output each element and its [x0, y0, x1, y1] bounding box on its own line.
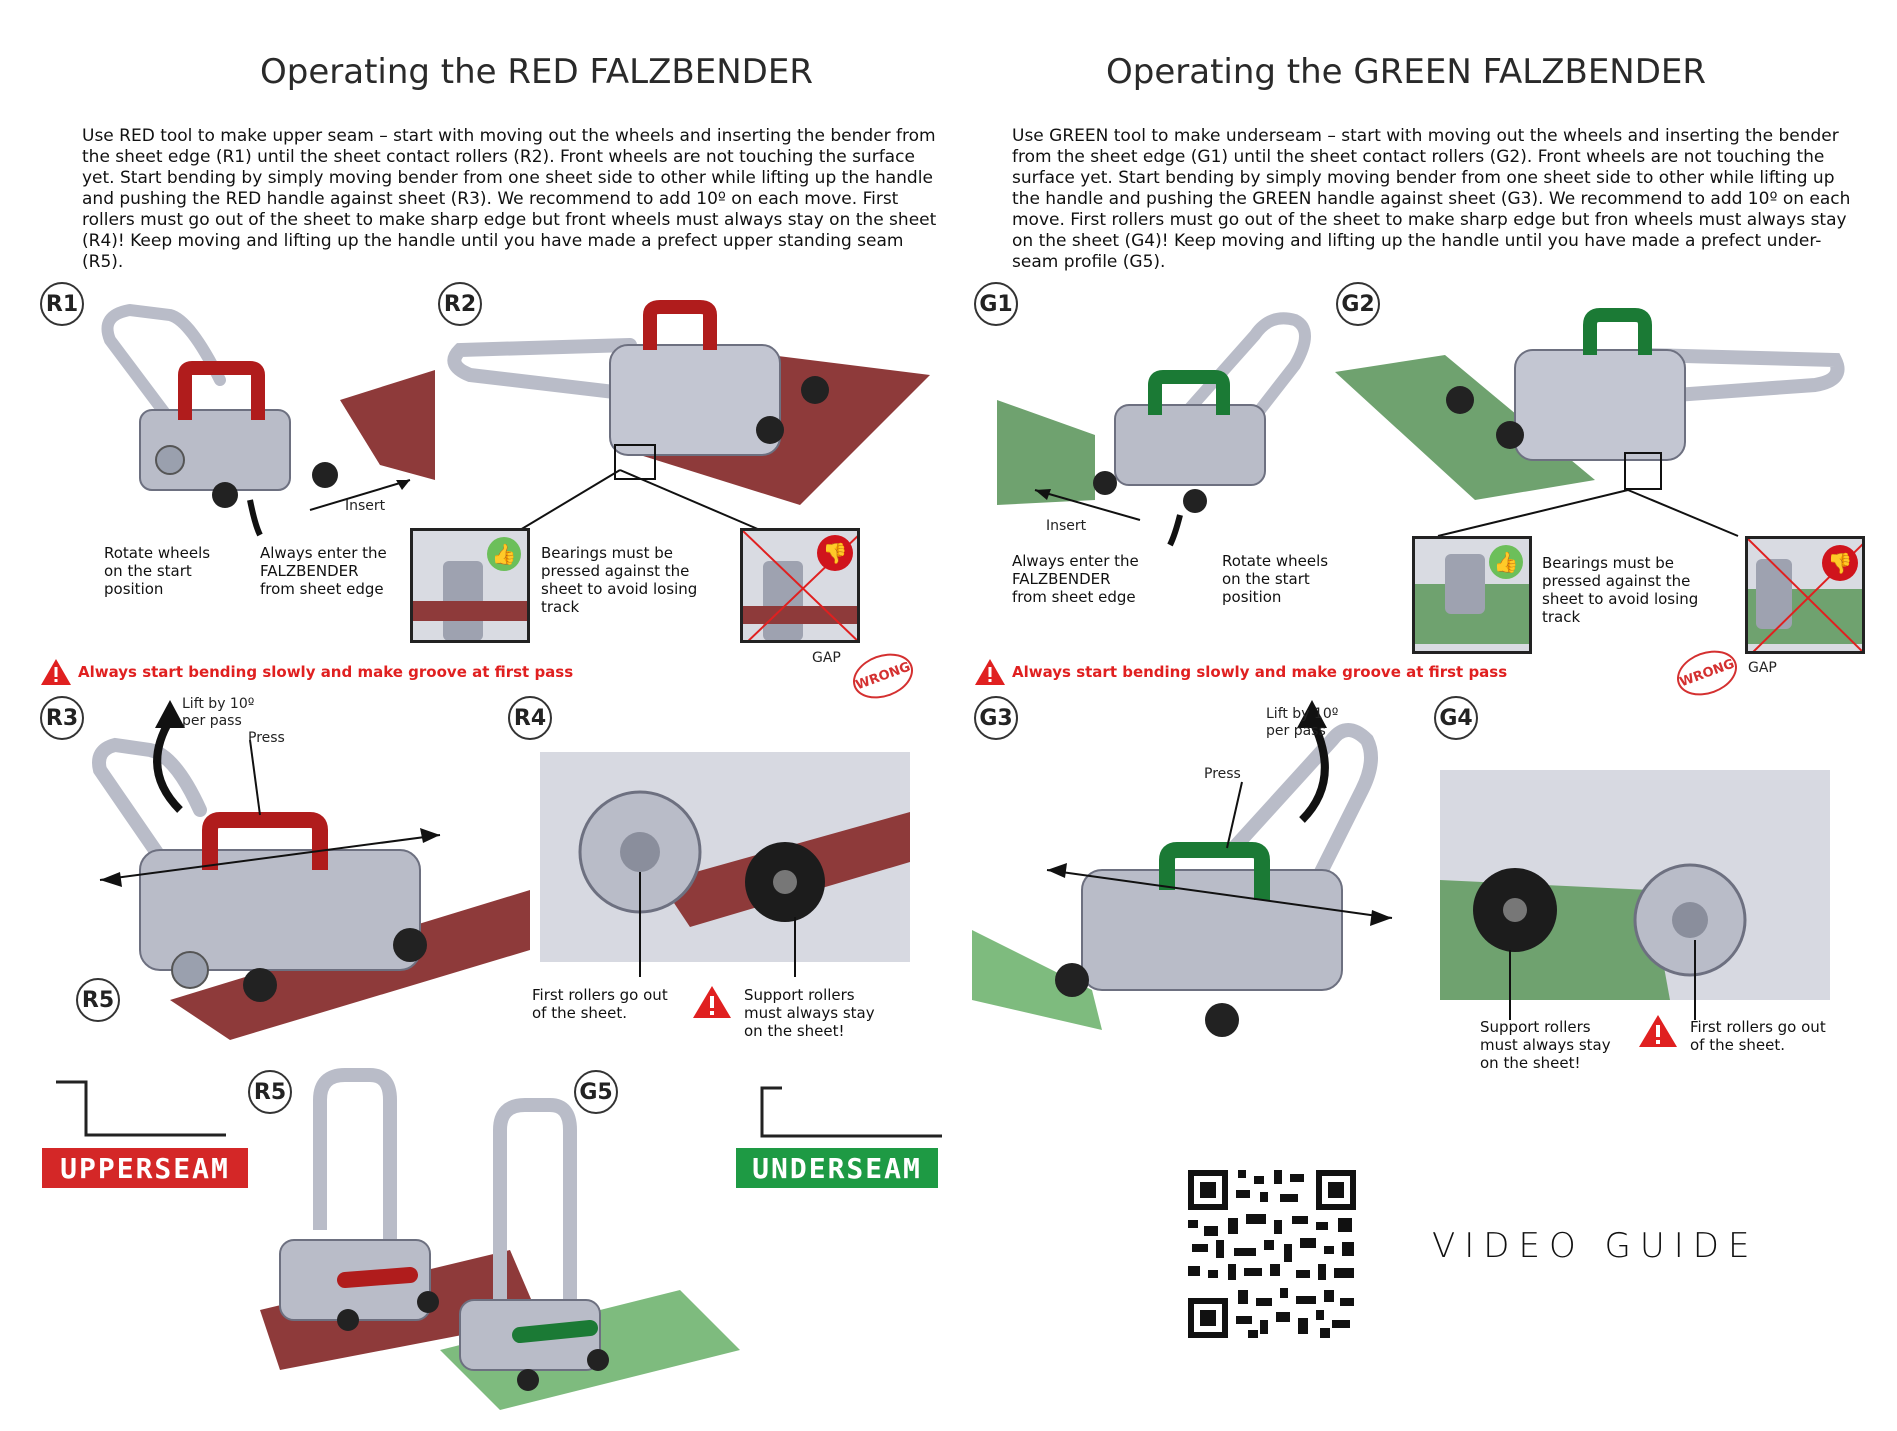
thumbs-up-icon: 👍 — [487, 537, 521, 571]
r1-enter-caption: Always enter the FALZBENDER from sheet e… — [260, 544, 387, 598]
g2-wrong-stamp: WRONG — [1670, 642, 1744, 704]
step-badge-r2: R2 — [438, 282, 482, 326]
step-badge-g5: G5 — [574, 1070, 618, 1114]
qr-code-icon[interactable] — [1188, 1170, 1356, 1338]
g2-illustration — [1335, 308, 1845, 500]
r2-gap-label: GAP — [812, 650, 841, 666]
g2-correct-inset: 👍 — [1412, 536, 1532, 654]
thumbs-up-icon: 👍 — [1489, 545, 1523, 579]
red-warning-line: Always start bending slowly and make gro… — [40, 658, 573, 686]
r2-wrong-stamp: WRONG — [846, 645, 920, 707]
green-intro: Use GREEN tool to make underseam – start… — [1012, 126, 1851, 272]
warning-icon — [975, 659, 1005, 685]
green-title: Operating the GREEN FALZBENDER — [1106, 52, 1707, 92]
step-badge-r4: R4 — [508, 696, 552, 740]
step-badge-g2: G2 — [1336, 282, 1380, 326]
g3-illustration — [972, 700, 1393, 1037]
r4-first-rollers-caption: First rollers go out of the sheet. — [532, 986, 668, 1022]
g1-illustration — [997, 312, 1311, 547]
step-badge-g4: G4 — [1434, 696, 1478, 740]
g2-wrong-inset: 👎 — [1745, 536, 1865, 654]
r2-illustration — [447, 300, 930, 505]
step-badge-r5: R5 — [248, 1070, 292, 1114]
green-warning-line: Always start bending slowly and make gro… — [974, 658, 1507, 686]
g4-illustration — [1440, 770, 1830, 1020]
warning-icon — [693, 986, 731, 1018]
step-badge-r5-inline: R5 — [76, 978, 120, 1022]
g2-gap-label: GAP — [1748, 660, 1777, 676]
r2-callout-lines — [519, 469, 761, 531]
step-badge-r1: R1 — [40, 282, 84, 326]
red-intro: Use RED tool to make upper seam – start … — [82, 126, 937, 272]
green-warning-text: Always start bending slowly and make gro… — [1012, 663, 1508, 681]
r4-illustration — [540, 752, 910, 977]
r3-illustration — [92, 700, 530, 1040]
warning-icon — [41, 659, 71, 685]
g1-enter-caption: Always enter the FALZBENDER from sheet e… — [1012, 552, 1139, 606]
g2-bearings-caption: Bearings must be pressed against the she… — [1542, 554, 1699, 626]
warning-icon — [1639, 1015, 1677, 1047]
r1-illustration — [101, 303, 435, 537]
g2-callout-lines — [1437, 489, 1739, 537]
r4-support-rollers-caption: Support rollers must always stay on the … — [744, 986, 875, 1040]
red-title: Operating the RED FALZBENDER — [260, 52, 813, 92]
r3-press-label: Press — [248, 730, 285, 746]
thumbs-down-icon: 👎 — [1822, 545, 1858, 581]
step-badge-g1: G1 — [974, 282, 1018, 326]
r2-wrong-inset: 👎 — [740, 528, 860, 643]
step-badge-g3: G3 — [974, 696, 1018, 740]
video-guide-label: VIDEO GUIDE — [1432, 1226, 1759, 1266]
g1-insert-label: Insert — [1046, 518, 1087, 534]
r3-lift-label: Lift by 10º per pass — [182, 696, 255, 729]
r5-g5-illustration — [260, 1068, 740, 1410]
r2-correct-inset: 👍 — [410, 528, 530, 643]
upperseam-profile-icon — [56, 1080, 226, 1137]
r2-bearings-caption: Bearings must be pressed against the she… — [541, 544, 698, 616]
g3-lift-label: Lift by 10º per pass — [1266, 706, 1339, 739]
step-badge-r3: R3 — [40, 696, 84, 740]
red-warning-text: Always start bending slowly and make gro… — [78, 663, 574, 681]
g1-rotate-caption: Rotate wheels on the start position — [1222, 552, 1329, 606]
thumbs-down-icon: 👎 — [817, 535, 853, 571]
underseam-profile-icon — [760, 1086, 942, 1138]
upperseam-label: UPPERSEAM — [42, 1148, 248, 1188]
g3-press-label: Press — [1204, 766, 1241, 782]
g4-first-rollers-caption: First rollers go out of the sheet. — [1690, 1018, 1826, 1054]
r1-insert-label: Insert — [345, 498, 386, 514]
r1-rotate-caption: Rotate wheels on the start position — [104, 544, 211, 598]
g4-support-rollers-caption: Support rollers must always stay on the … — [1480, 1018, 1611, 1072]
underseam-label: UNDERSEAM — [736, 1148, 938, 1188]
